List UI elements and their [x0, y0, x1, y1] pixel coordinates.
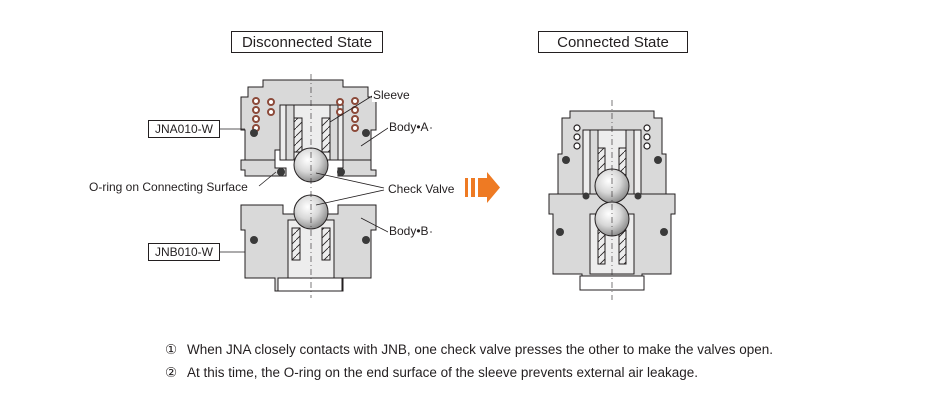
jna-inner-spring: [293, 117, 331, 153]
circled-two-icon: ②: [165, 365, 178, 380]
oring-label: O-ring on Connecting Surface: [88, 180, 249, 194]
jna-body-orings: [250, 129, 370, 176]
jnb-inner-spring: [291, 227, 331, 261]
disconnected-state-title: Disconnected State: [231, 31, 383, 53]
sleeve-label: Sleeve: [372, 88, 411, 102]
connected-orings: [556, 156, 668, 236]
note-1-text: When JNA closely contacts with JNB, one …: [187, 342, 774, 357]
jna-model-label: JNA010-W: [148, 120, 220, 138]
note-2-text: At this time, the O-ring on the end surf…: [187, 365, 699, 380]
check-valve-label: Check Valve: [387, 182, 456, 196]
jnb-body-orings: [250, 236, 370, 244]
body-a-label: Body•A: [388, 120, 430, 134]
connected-state-title: Connected State: [538, 31, 688, 53]
circled-one-icon: ①: [165, 342, 178, 357]
note-1: ① When JNA closely contacts with JNB, one…: [165, 338, 773, 361]
body-b-label: Body•B: [388, 224, 430, 238]
connected-outer-spring: [573, 124, 651, 150]
orange-right-arrow-icon: [465, 172, 500, 203]
notes: ① When JNA closely contacts with JNB, one…: [165, 338, 773, 384]
note-2: ② At this time, the O-ring on the end sur…: [165, 361, 773, 384]
jnb-model-label: JNB010-W: [148, 243, 220, 261]
